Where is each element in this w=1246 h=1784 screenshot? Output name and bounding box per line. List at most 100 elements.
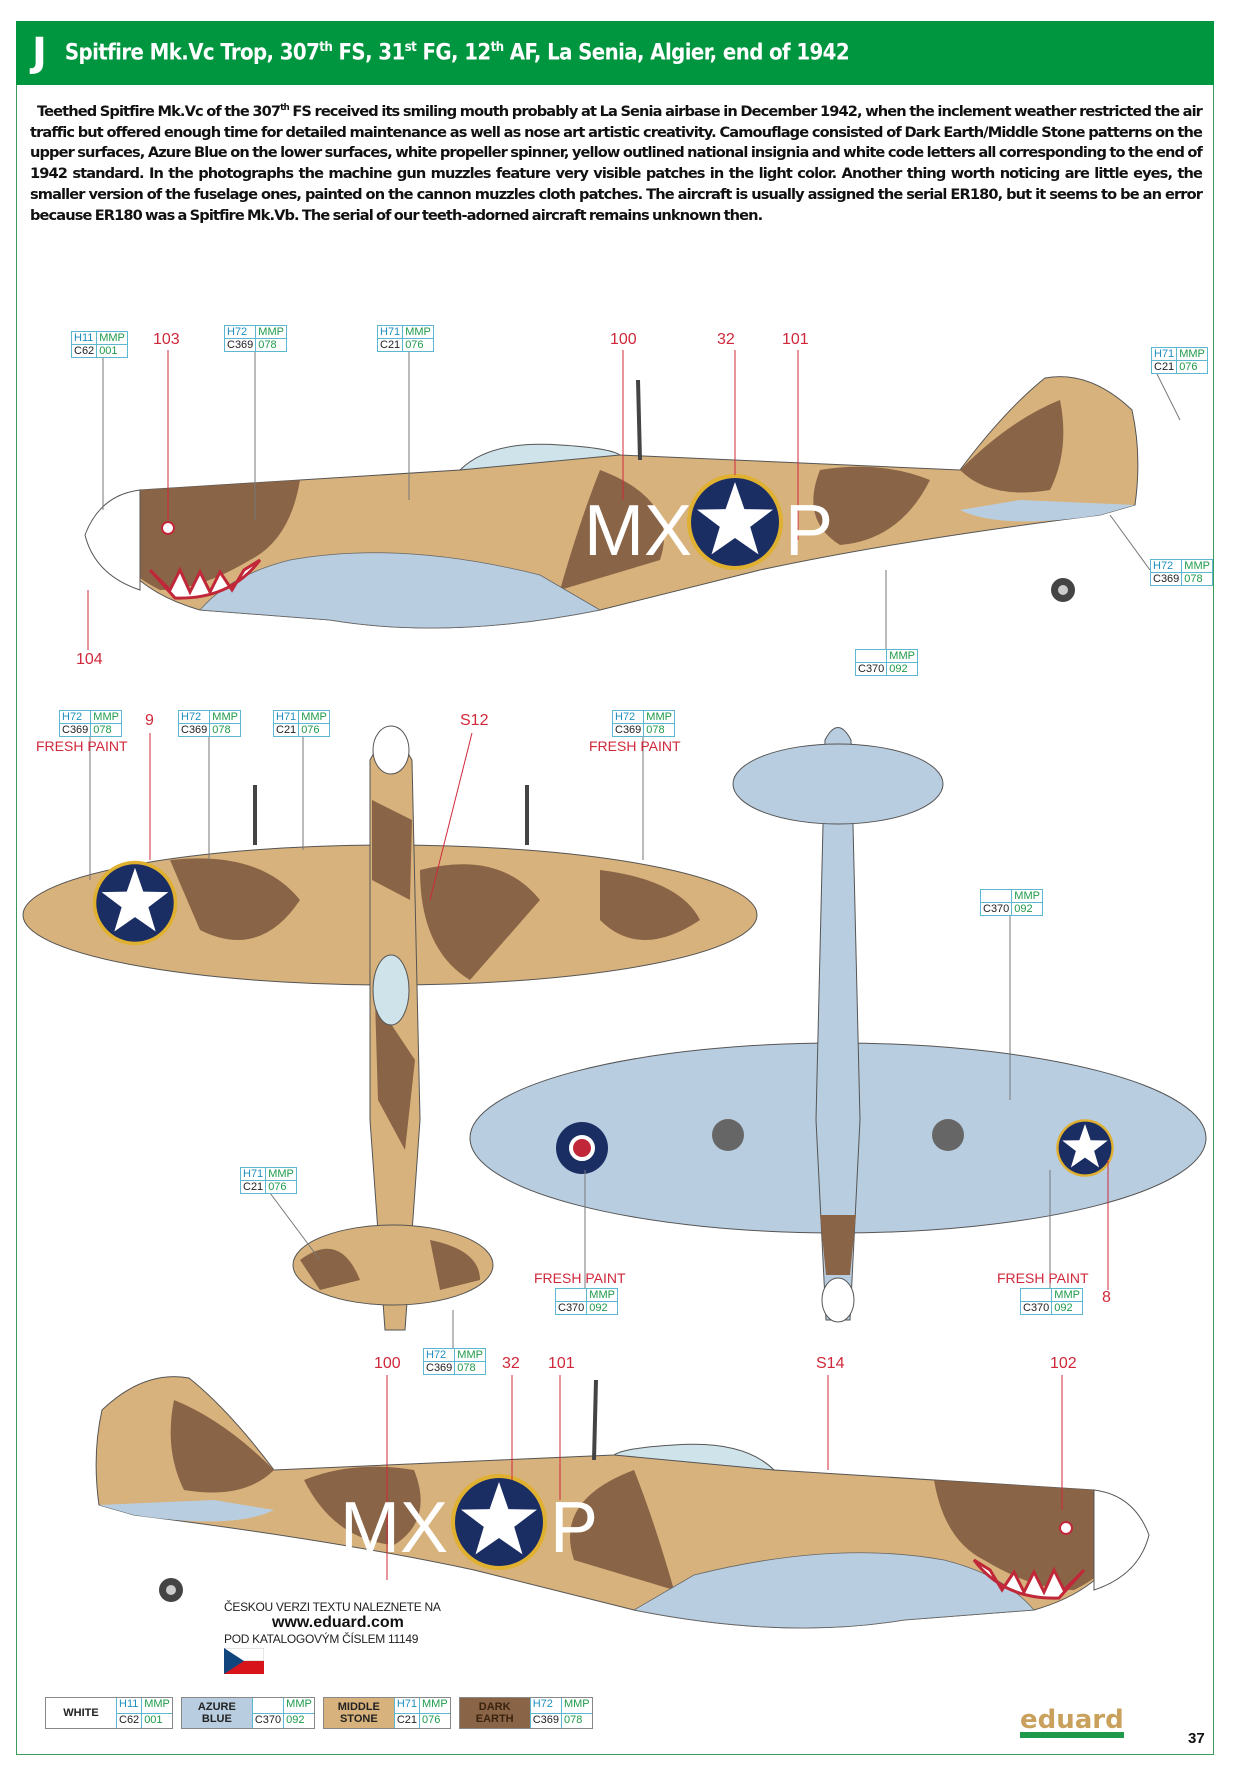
callout-code: C370 bbox=[856, 663, 888, 675]
callout-code: H72 bbox=[424, 1349, 456, 1362]
description-paragraph: Teethed Spitfire Mk.Vc of the 307th FS r… bbox=[30, 98, 1203, 227]
title-sup: st bbox=[404, 40, 417, 56]
profile-title: Spitfire Mk.Vc Trop, 307th FS, 31st FG, … bbox=[64, 40, 850, 66]
callout-code: H72 bbox=[613, 711, 645, 724]
callout-code: MMP bbox=[1012, 890, 1042, 903]
callout-code: MMP bbox=[299, 711, 329, 724]
callout-code: 076 bbox=[1179, 361, 1198, 373]
callout-code: H11 bbox=[72, 332, 98, 345]
callout-code: MMP bbox=[210, 711, 240, 724]
callout-code: MMP bbox=[1052, 1289, 1082, 1302]
code-letters-left: MX bbox=[340, 1488, 448, 1568]
callout-code: 092 bbox=[1014, 903, 1033, 915]
profile-header: J Spitfire Mk.Vc Trop, 307th FS, 31st FG… bbox=[16, 21, 1214, 85]
callout-code: 078 bbox=[258, 339, 277, 351]
callout-code: MMP bbox=[1182, 560, 1212, 573]
callout-code: 078 bbox=[457, 1362, 476, 1374]
callout-code: C21 bbox=[378, 339, 404, 351]
stencil-number: 100 bbox=[374, 1355, 401, 1372]
callout-code: 092 bbox=[889, 663, 908, 675]
page-number: 37 bbox=[1188, 1730, 1205, 1747]
callout-code: 076 bbox=[405, 339, 424, 351]
callout-code: C369 bbox=[225, 339, 257, 351]
callout-code: C21 bbox=[274, 724, 300, 736]
desc-part: FS received its smiling mouth probably a… bbox=[30, 102, 1203, 224]
legend-swatch: WHITE bbox=[46, 1698, 116, 1728]
stencil-number: 100 bbox=[610, 331, 637, 348]
title-sup: th bbox=[490, 40, 505, 56]
callout-code: 001 bbox=[99, 345, 118, 357]
legend-swatch: DARK EARTH bbox=[459, 1698, 530, 1728]
bottom-view bbox=[469, 727, 1207, 1323]
callout-code: MMP bbox=[587, 1289, 617, 1302]
callout-code: MMP bbox=[1177, 348, 1207, 361]
czech-note-url[interactable]: www.eduard.com bbox=[272, 1614, 404, 1631]
callout-code: C369 bbox=[179, 724, 211, 736]
callout-code bbox=[981, 890, 1013, 903]
callout-code bbox=[556, 1289, 588, 1302]
callout-code: H72 bbox=[179, 711, 211, 724]
callout-code: C369 bbox=[1151, 573, 1183, 585]
national-insignia bbox=[451, 1474, 547, 1570]
fresh-paint-label: FRESH PAINT bbox=[589, 738, 681, 754]
callout-code: C369 bbox=[613, 724, 645, 736]
stencil-number: 32 bbox=[502, 1355, 520, 1372]
stencil-number: 104 bbox=[76, 651, 103, 668]
callout-code: 092 bbox=[1054, 1302, 1073, 1314]
callout-code: MMP bbox=[644, 711, 674, 724]
callout-code: C369 bbox=[60, 724, 92, 736]
czech-flag-icon bbox=[224, 1648, 264, 1674]
stencil-number: 9 bbox=[145, 712, 154, 729]
fresh-paint-label: FRESH PAINT bbox=[997, 1270, 1089, 1286]
stencil-number: S14 bbox=[816, 1355, 845, 1372]
fresh-paint-label: FRESH PAINT bbox=[36, 738, 128, 754]
code-letters-left: MX bbox=[584, 491, 692, 571]
code-letter-right: P bbox=[785, 491, 833, 571]
callout-code: C369 bbox=[424, 1362, 456, 1374]
title-part: AF, La Senia, Algier, end of 1942 bbox=[503, 40, 850, 66]
callout-code: H71 bbox=[1152, 348, 1178, 361]
callout-code: C21 bbox=[1152, 361, 1178, 373]
callout-code bbox=[856, 650, 888, 663]
callout-code: C62 bbox=[72, 345, 98, 357]
callout-code bbox=[1021, 1289, 1053, 1302]
callout-code: MMP bbox=[91, 711, 121, 724]
callout-code: C370 bbox=[1021, 1302, 1053, 1314]
callout-code: H72 bbox=[1151, 560, 1183, 573]
desc-sup: th bbox=[280, 103, 289, 113]
callout-code: 076 bbox=[301, 724, 320, 736]
stencil-number: 103 bbox=[153, 331, 180, 348]
callout-code: MMP bbox=[256, 326, 286, 339]
callout-code: MMP bbox=[403, 326, 433, 339]
desc-part: Teethed Spitfire Mk.Vc of the 307 bbox=[37, 102, 281, 120]
callout-code: 092 bbox=[589, 1302, 608, 1314]
legend-swatch: AZURE BLUE bbox=[181, 1698, 252, 1728]
callout-code: 078 bbox=[646, 724, 665, 736]
legend-swatch: MIDDLE STONE bbox=[323, 1698, 394, 1728]
czech-note-line1: ČESKOU VERZI TEXTU NALEZNETE NA bbox=[224, 1600, 441, 1614]
callout-code: H71 bbox=[378, 326, 404, 339]
number-lines bbox=[87, 350, 1109, 1580]
title-part: Spitfire Mk.Vc Trop, 307 bbox=[64, 40, 320, 66]
title-part: FS, 31 bbox=[332, 40, 405, 66]
stencil-number: 101 bbox=[548, 1355, 575, 1372]
stencil-number: 101 bbox=[782, 331, 809, 348]
side-view-right bbox=[94, 1374, 1151, 1630]
